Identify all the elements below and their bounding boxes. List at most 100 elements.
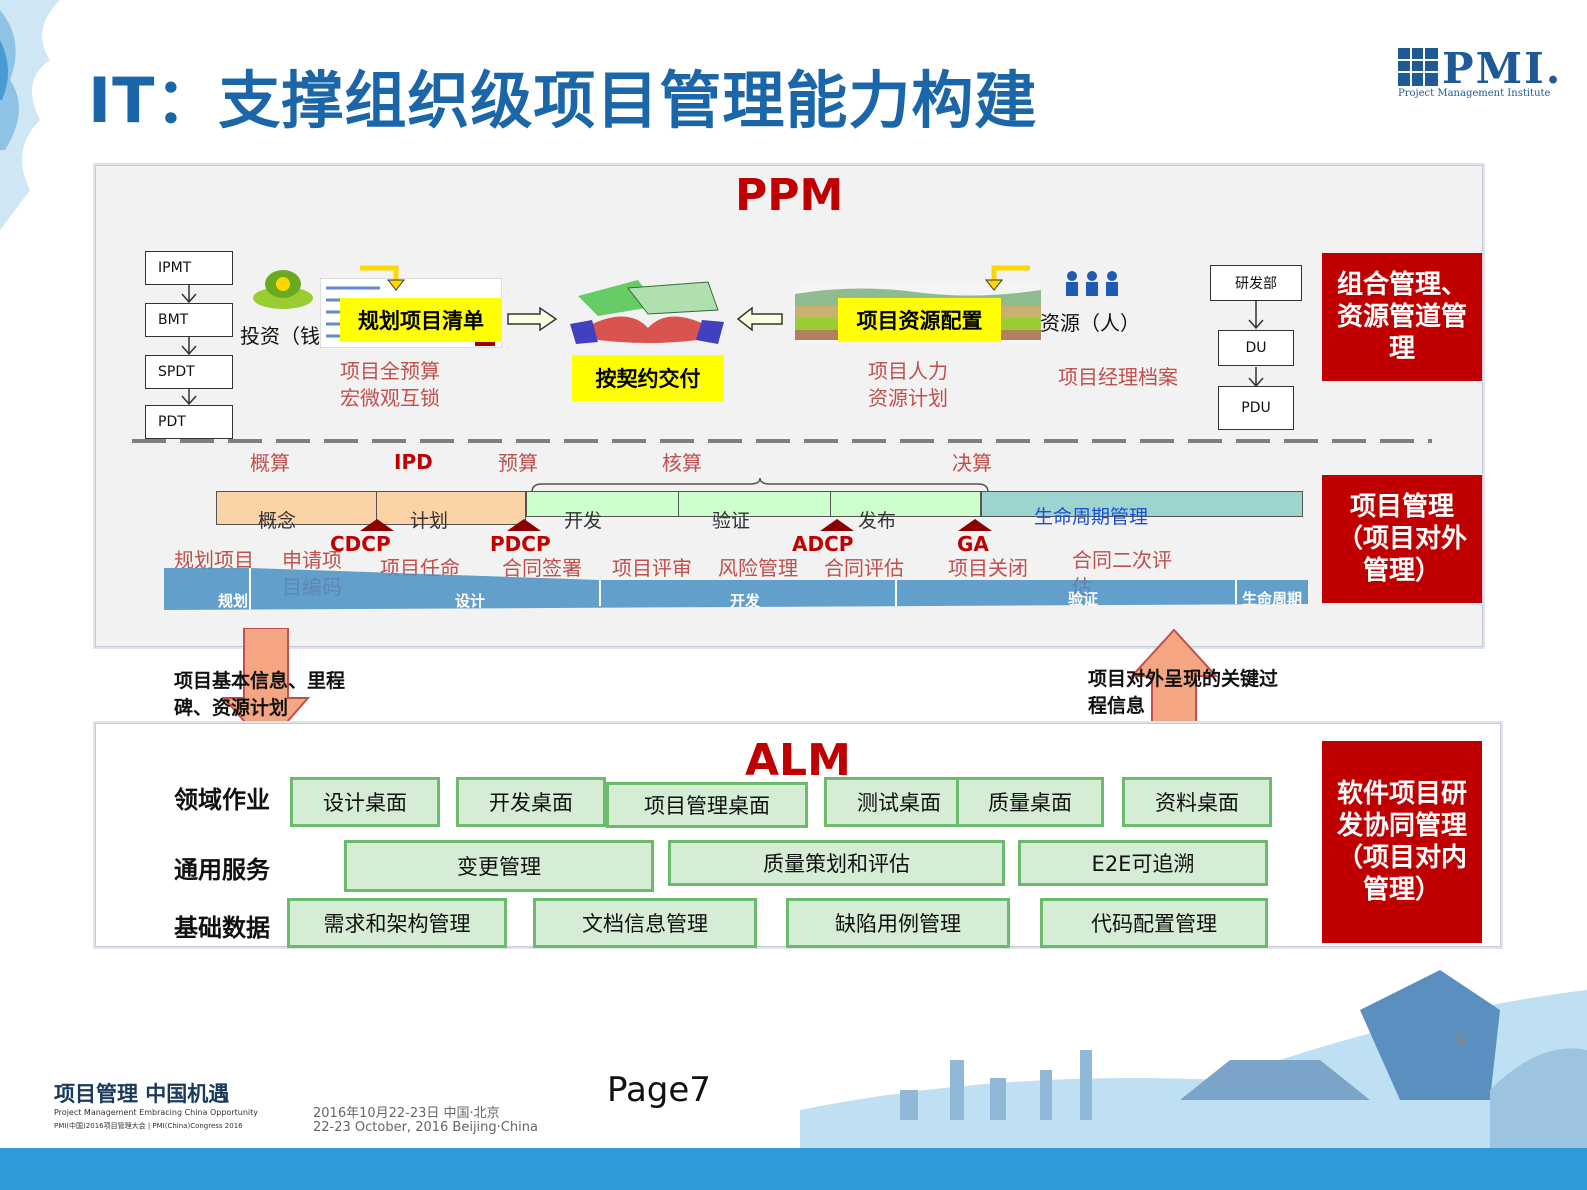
milestone-marker: [958, 519, 992, 531]
phase-plan: 计划: [410, 510, 449, 532]
stack-item-pdt: PDT: [145, 405, 233, 439]
e2e-trace-box: E2E可追溯: [1018, 840, 1268, 886]
plan-list-box: 规划项目清单: [340, 298, 502, 342]
doc-info-box: 文档信息管理: [533, 898, 757, 948]
phase-bar-dev: [526, 491, 981, 517]
phase-bar-lifecycle: [981, 491, 1303, 517]
milestone-cdcp: CDCP: [330, 532, 391, 556]
activity-close: 项目关闭: [948, 556, 1028, 580]
design-desktop-box: 设计桌面: [290, 777, 440, 827]
test-desktop-box: 测试桌面: [824, 777, 974, 827]
stack-item-bmt: BMT: [145, 303, 233, 337]
code-config-box: 代码配置管理: [1040, 898, 1268, 948]
pmi-logo-subtitle: Project Management Institute: [1398, 88, 1551, 99]
deliver-box: 按契约交付: [572, 355, 724, 401]
finance-accounting: 核算: [662, 451, 702, 475]
phase-release: 发布: [858, 510, 897, 532]
milestone-ga: GA: [957, 532, 989, 556]
arrow-right-icon: [507, 306, 558, 332]
timeline-label-lifecycle: 生命周期: [1242, 590, 1303, 608]
page-number-label: Page7: [607, 1070, 711, 1110]
stack-arrows: [181, 285, 197, 405]
conference-logo-small: PMI(中国)2016项目管理大会 | PMI(China)Congress 2…: [54, 1122, 243, 1130]
handshake-icon: [570, 280, 724, 344]
docs-desktop-box: 资料桌面: [1122, 777, 1272, 827]
quality-planning-box: 质量策划和评估: [668, 840, 1005, 886]
change-mgmt-box: 变更管理: [344, 840, 654, 892]
footer-date-cn: 2016年10月22-23日 中国·北京: [313, 1106, 500, 1121]
milestone-adcp: ADCP: [792, 532, 854, 556]
hr-line-1: 项目人力: [868, 359, 948, 383]
footer-bar: [0, 1148, 1587, 1190]
row-label-base: 基础数据: [174, 914, 270, 942]
budget-line-2: 宏微观互锁: [340, 386, 440, 410]
org-du: DU: [1218, 330, 1294, 366]
activity-risk: 风险管理: [718, 556, 798, 580]
resource-people-label: 资源（人）: [1040, 311, 1140, 335]
finance-settlement: 决算: [952, 451, 992, 475]
phase-verify: 验证: [712, 510, 751, 532]
timeline-label-plan: 规划: [218, 592, 249, 610]
beijing-skyline-illustration: [800, 970, 1587, 1148]
activity-review: 项目评审: [612, 556, 692, 580]
stack-item-ipmt: IPMT: [145, 251, 233, 285]
timeline-label-develop: 开发: [730, 592, 761, 610]
finance-estimate: 概算: [250, 451, 290, 475]
people-icon: [1066, 271, 1118, 296]
conference-logo-en: Project Management Embracing China Oppor…: [54, 1108, 258, 1117]
finance-budget: 预算: [498, 451, 538, 475]
pm-archive-label: 项目经理档案: [1058, 365, 1178, 389]
phase-divider: [678, 491, 679, 517]
pmi-logo: PMI. Project Management Institute: [1398, 44, 1560, 106]
defect-case-box: 缺陷用例管理: [786, 898, 1010, 948]
arrow-up-text: 项目对外呈现的关键过程信息: [1088, 668, 1279, 717]
decorative-splash: [0, 0, 60, 230]
timeline-label-verify: 验证: [1068, 590, 1099, 608]
row-label-domain: 领域作业: [174, 786, 270, 814]
timeline-bar: [164, 568, 1308, 610]
activity-contract-sign: 合同签署: [502, 556, 582, 580]
arrow-down-text: 项目基本信息、里程碑、资源计划: [174, 670, 346, 719]
dev-desktop-box: 开发桌面: [456, 777, 606, 827]
milestone-marker: [507, 519, 541, 531]
ppm-title: PPM: [735, 170, 844, 221]
pm-desktop-box: 项目管理桌面: [606, 782, 808, 828]
stack-item-spdt: SPDT: [145, 355, 233, 389]
phase-concept: 概念: [258, 510, 297, 532]
hr-line-2: 资源计划: [868, 386, 948, 410]
arrow-left-icon: [736, 306, 783, 332]
phase-divider: [830, 491, 831, 517]
slide-number: 9: [1455, 1030, 1467, 1051]
page-title: IT：支撑组织级项目管理能力构建: [88, 64, 1038, 137]
milestone-marker: [820, 519, 854, 531]
curved-arrow-icon: [984, 265, 1030, 291]
quality-desktop-box: 质量桌面: [956, 777, 1104, 827]
budget-line-1: 项目全预算: [340, 359, 440, 383]
brace-line: [531, 478, 989, 493]
curved-arrow-icon: [360, 265, 406, 291]
timeline-label-design: 设计: [455, 592, 486, 610]
org-pdu: PDU: [1218, 386, 1294, 430]
money-bag-icon: [253, 270, 313, 309]
org-arrows: [1248, 301, 1264, 387]
phase-divider: [376, 491, 377, 525]
dashed-separator: [132, 439, 1432, 443]
req-arch-box: 需求和架构管理: [287, 898, 507, 948]
conference-logo-cn: 项目管理 中国机遇: [54, 1081, 230, 1106]
phase-develop: 开发: [564, 510, 603, 532]
side-label-portfolio: 组合管理、资源管道管理: [1322, 253, 1482, 381]
arrow-down-icon: [222, 628, 310, 748]
phase-lifecycle: 生命周期管理: [1034, 506, 1149, 528]
org-rd-dept: 研发部: [1210, 265, 1302, 301]
activity-contract-eval: 合同评估: [824, 556, 904, 580]
milestone-pdcp: PDCP: [490, 532, 551, 556]
globe-icon: [1398, 48, 1438, 86]
resource-allocation-box: 项目资源配置: [838, 298, 1001, 342]
row-label-common: 通用服务: [174, 856, 270, 884]
milestone-marker: [360, 519, 394, 531]
footer-date-en: 22-23 October, 2016 Beijing·China: [313, 1120, 538, 1135]
pmi-logo-word: PMI.: [1442, 44, 1563, 93]
side-label-alm: 软件项目研发协同管理（项目对内管理）: [1322, 741, 1482, 943]
side-label-project-mgmt: 项目管理（项目对外管理）: [1322, 475, 1482, 603]
finance-ipd: IPD: [394, 450, 433, 474]
